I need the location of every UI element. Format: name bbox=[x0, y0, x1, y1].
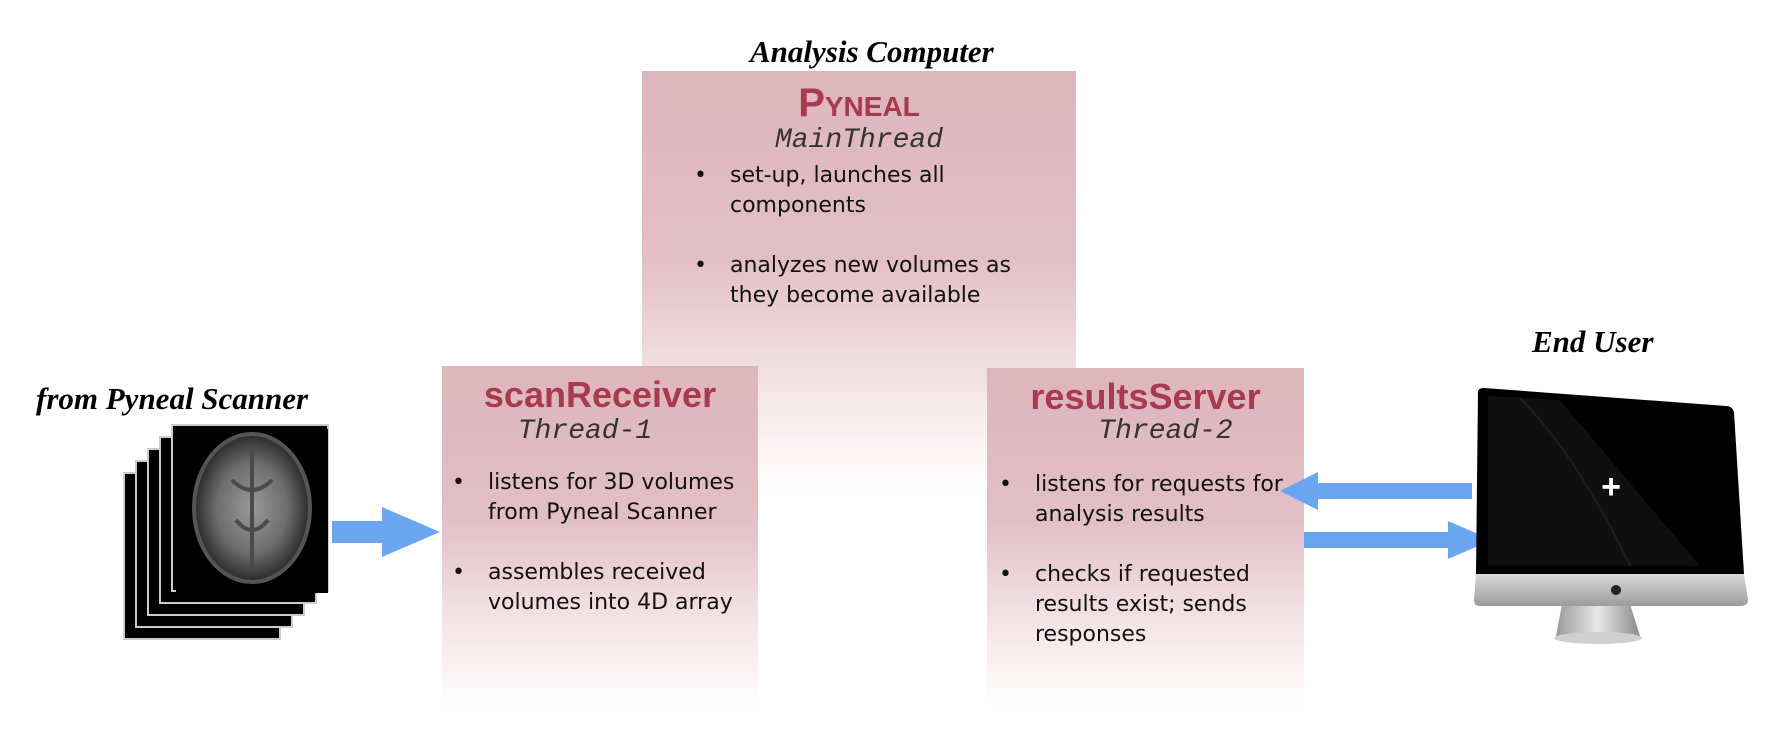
main-box-bullets: set-up, launches all components analyzes… bbox=[694, 161, 1034, 341]
results-server-bullet: checks if requested results exist; sends… bbox=[999, 560, 1289, 650]
monitor-screen-symbol: + bbox=[1601, 468, 1621, 506]
response-arrow bbox=[1304, 521, 1492, 559]
request-arrow bbox=[1280, 472, 1472, 510]
scan-receiver-bullet: assembles received volumes into 4D array bbox=[452, 558, 752, 618]
scan-receiver-thread: Thread-1 bbox=[517, 416, 653, 447]
results-server-box: resultsServer Thread-2 listens for reque… bbox=[987, 368, 1304, 708]
results-server-bullet: listens for requests for analysis result… bbox=[999, 470, 1289, 530]
scan-receiver-bullet: listens for 3D volumes from Pyneal Scann… bbox=[452, 468, 752, 528]
main-box-title: Pyneal bbox=[798, 81, 920, 125]
scan-receiver-bullets: listens for 3D volumes from Pyneal Scann… bbox=[452, 468, 752, 648]
scan-receiver-box: scanReceiver Thread-1 listens for 3D vol… bbox=[442, 366, 758, 708]
main-box-bullet: set-up, launches all components bbox=[694, 161, 1034, 221]
results-server-bullets: listens for requests for analysis result… bbox=[999, 470, 1289, 680]
from-scanner-label: from Pyneal Scanner bbox=[36, 381, 309, 416]
analysis-computer-label: Analysis Computer bbox=[750, 34, 994, 69]
desktop-monitor-icon bbox=[1474, 388, 1748, 644]
end-user-label: End User bbox=[1532, 324, 1654, 359]
results-server-thread: Thread-2 bbox=[1098, 416, 1233, 447]
results-server-title: resultsServer bbox=[1030, 376, 1261, 417]
main-box-thread: MainThread bbox=[774, 125, 944, 156]
main-box-bullet: analyzes new volumes as they become avai… bbox=[694, 251, 1034, 311]
brain-mri-stack-icon bbox=[123, 424, 329, 640]
scanner-to-receiver-arrow bbox=[332, 507, 440, 557]
scan-receiver-title: scanReceiver bbox=[483, 374, 717, 415]
